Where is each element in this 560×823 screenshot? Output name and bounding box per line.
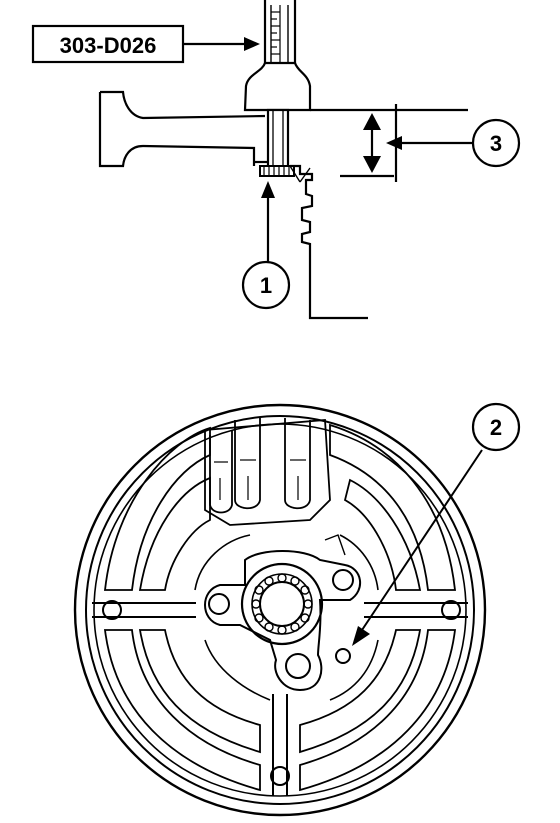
boss-hole-left xyxy=(208,593,230,615)
mounting-boss xyxy=(204,550,361,692)
callout-2-label: 2 xyxy=(490,415,502,440)
boss-hole-right xyxy=(332,569,354,591)
housing-section xyxy=(98,90,266,168)
pinion-shaft-profile xyxy=(290,164,368,320)
callout-1-arrowhead xyxy=(261,181,275,198)
central-ribbed-block xyxy=(204,418,331,526)
dimension-arrowhead-up xyxy=(363,113,381,130)
callout-3-label: 3 xyxy=(490,131,502,156)
gauge-scale-ticks xyxy=(271,11,280,55)
bearing-race xyxy=(259,165,295,177)
plate-bearing xyxy=(240,562,324,646)
depth-gauge-detail: 303-D026 xyxy=(31,0,472,320)
housing-plate-view xyxy=(73,403,487,817)
callout-3-arrowhead xyxy=(386,136,402,150)
boss-hole-bottom xyxy=(285,653,311,679)
gauge-plunger xyxy=(266,108,290,170)
callout-2-arrowhead xyxy=(352,626,370,646)
bolt-hole-right xyxy=(441,600,461,620)
radial-ribs xyxy=(92,602,468,796)
dimension-arrowhead-down xyxy=(363,156,381,173)
callout-1: 1 xyxy=(241,260,291,310)
bolt-hole-left xyxy=(102,600,122,620)
plate-outer-rim xyxy=(73,403,487,817)
gauge-foot xyxy=(243,61,312,112)
callout-3: 3 xyxy=(471,118,521,168)
rib-pockets xyxy=(103,423,457,792)
gauge-shaft xyxy=(263,0,297,65)
tool-label-box: 303-D026 xyxy=(31,24,185,64)
oil-passage-hole xyxy=(335,648,351,664)
callout-2: 2 xyxy=(471,402,521,452)
tool-leader-arrowhead xyxy=(244,37,260,51)
inner-cast-contour xyxy=(194,534,379,701)
callout-1-label: 1 xyxy=(260,273,272,298)
tool-label: 303-D026 xyxy=(60,33,157,58)
bolt-hole-bottom xyxy=(270,766,290,786)
